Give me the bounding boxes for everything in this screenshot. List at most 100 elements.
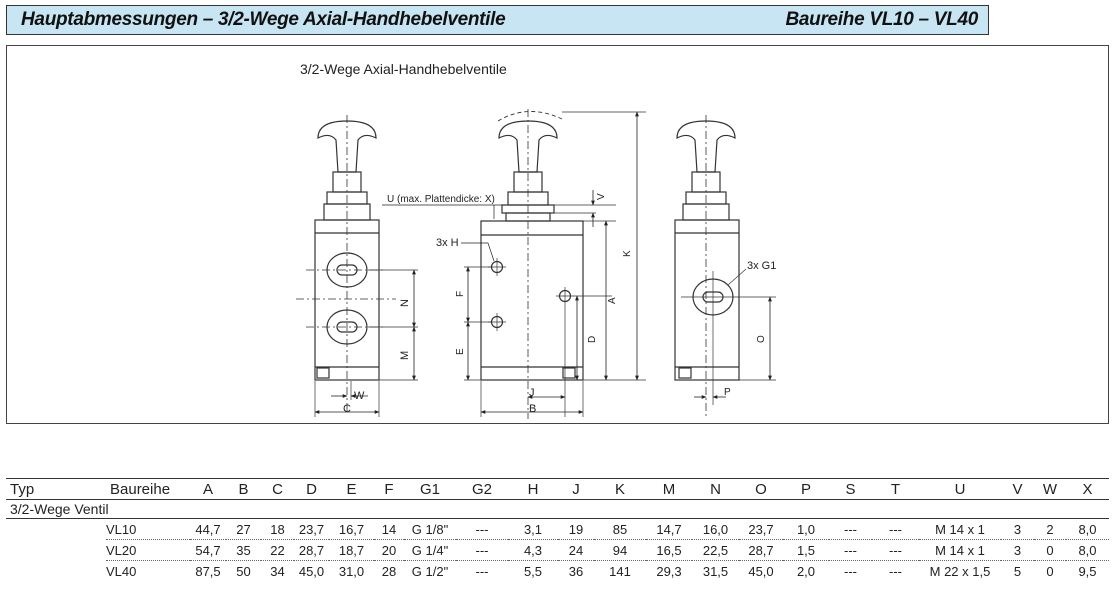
table-cell: 36 — [568, 563, 584, 579]
table-cell: 45,0 — [748, 563, 774, 579]
table-cell: 1,0 — [783, 518, 829, 540]
table-cell: --- — [456, 518, 508, 540]
table-cell: 29,3 — [656, 563, 682, 579]
table-cell: --- — [829, 518, 872, 540]
dim-label-a: A — [607, 297, 618, 304]
table-cell: 16,5 — [646, 539, 692, 561]
table-cell: 5 — [1013, 563, 1022, 579]
table-cell: 16,7 — [329, 518, 374, 540]
table-cell: --- — [889, 563, 902, 579]
technical-drawing: 3/2-Wege Axial-Handhebelventile — [296, 61, 776, 419]
table-cell: 31,5 — [702, 563, 729, 579]
dim-label-v: V — [596, 193, 607, 200]
table-cell: 28,7 — [739, 539, 783, 561]
column-header: V — [1001, 478, 1034, 500]
table-cell: 5,5 — [523, 563, 543, 579]
table-cell: 141 — [609, 563, 631, 579]
table-row: VL40 87,5 5 0 34 45,0 31,0 28 G 1/2" --- 5,5 36 141 2… — [6, 561, 1109, 582]
table-cell: 45,0 — [298, 563, 325, 579]
table-cell-typ — [6, 540, 106, 561]
column-header: F — [374, 478, 404, 500]
table-cell: 31,0 — [338, 563, 365, 579]
dim-label-u: U (max. Plattendicke: X) — [387, 194, 495, 205]
knob-middle — [498, 120, 558, 173]
table-cell: 9,5 — [1078, 563, 1097, 579]
column-header: G1 — [404, 478, 456, 500]
table-cell: 1,5 — [783, 539, 829, 561]
column-header: S — [829, 478, 872, 500]
column-header: C — [261, 478, 294, 500]
table-cell: 20 — [374, 539, 404, 561]
column-header: H — [508, 478, 558, 500]
table-cell: 16,0 — [692, 518, 739, 540]
table-group-row: 3/2-Wege Ventil — [6, 499, 1109, 519]
dim-label-w: W — [354, 390, 365, 402]
table-cell: 8,0 — [1066, 518, 1109, 540]
column-header: U — [919, 478, 1001, 500]
table-cell: 28 — [381, 563, 397, 579]
table-cell: --- — [872, 539, 919, 561]
column-header: J — [558, 478, 594, 500]
dim-label-j: J — [529, 387, 535, 399]
table-cell: 2,0 — [796, 563, 816, 579]
column-header: Baureihe — [106, 478, 190, 500]
dim-label-o: O — [756, 335, 767, 343]
valve-left-view — [296, 115, 418, 417]
table-cell: 23,7 — [739, 518, 783, 540]
table-cell: M 14 x 1 — [919, 518, 1001, 540]
group-label: 3/2-Wege Ventil — [6, 499, 1109, 519]
valve-body-left — [314, 219, 380, 381]
column-header: E — [329, 478, 374, 500]
table-cell: 0 — [1046, 563, 1054, 579]
table-cell: 22 — [261, 539, 294, 561]
table-cell: --- — [872, 518, 919, 540]
drawing-frame — [6, 45, 1109, 424]
table-cell: VL40 — [106, 563, 137, 579]
table-cell: --- — [456, 539, 508, 561]
table-cell: 87,5 — [195, 563, 221, 579]
table-cell: G 1/2" — [411, 563, 449, 579]
table-cell: 8,0 — [1066, 539, 1109, 561]
table-cell: 18 — [261, 518, 294, 540]
table-cell: 3 — [1001, 518, 1034, 540]
dim-label-b: B — [529, 403, 536, 415]
valve-middle-view — [464, 109, 646, 419]
table-cell: 22,5 — [692, 539, 739, 561]
table-cell: 19 — [558, 518, 594, 540]
column-header: K — [594, 478, 646, 500]
table-cell: 44,7 — [190, 518, 226, 540]
table-cell-typ — [6, 561, 106, 582]
table-cell: 34 — [270, 563, 285, 579]
table-cell: M 22 x 1,5 — [929, 563, 991, 579]
table-cell: 14,7 — [646, 518, 692, 540]
column-header: A — [190, 478, 226, 500]
dim-label-c: C — [343, 403, 351, 415]
page-title: Hauptabmessungen – 3/2-Wege Axial-Handhe… — [21, 9, 506, 30]
table-cell: 23,7 — [294, 518, 329, 540]
dim-label-m: M — [399, 351, 411, 360]
header-banner: Hauptabmessungen – 3/2-Wege Axial-Handhe… — [6, 5, 989, 35]
drawing-caption: 3/2-Wege Axial-Handhebelventile — [300, 61, 507, 77]
table-cell: 85 — [594, 518, 646, 540]
table-cell: 35 — [226, 539, 261, 561]
column-header: T — [872, 478, 919, 500]
column-header: X — [1066, 478, 1109, 500]
table-cell: --- — [475, 563, 489, 579]
column-header: D — [294, 478, 329, 500]
valve-body-middle — [480, 220, 584, 381]
knob-right — [676, 120, 736, 173]
column-header: Typ — [6, 478, 106, 500]
table-cell: 27 — [226, 518, 261, 540]
column-header: N — [692, 478, 739, 500]
series-range: Baureihe VL10 – VL40 — [785, 9, 978, 30]
column-header: B — [226, 478, 261, 500]
knob-left — [317, 120, 377, 173]
dim-label-d: D — [587, 336, 598, 343]
table-cell: G 1/8" — [404, 518, 456, 540]
table-cell: 14 — [374, 518, 404, 540]
column-header: M — [646, 478, 692, 500]
column-header: P — [783, 478, 829, 500]
